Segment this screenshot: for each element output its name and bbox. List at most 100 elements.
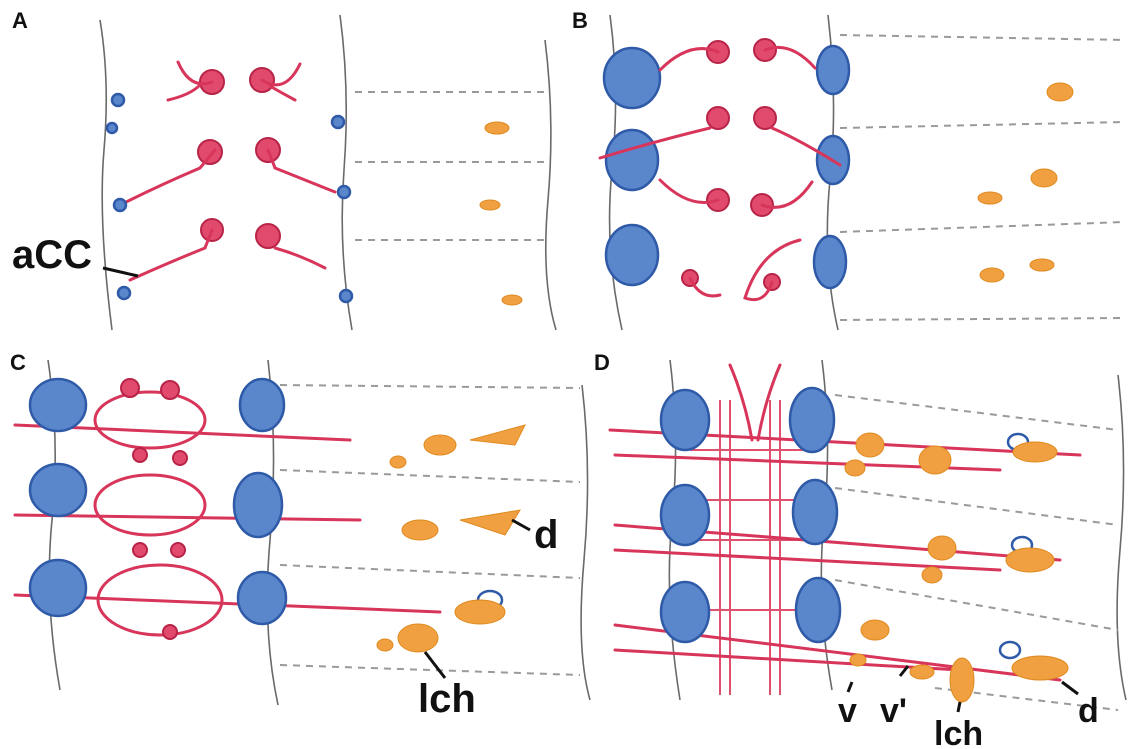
blue-clusters — [604, 46, 849, 288]
neuron-soma — [133, 448, 147, 462]
orange-cell — [919, 446, 951, 474]
orange-cell — [460, 510, 520, 535]
orange-cell — [1013, 442, 1057, 462]
orange-cell — [950, 658, 974, 702]
neuron-soma — [198, 140, 222, 164]
segment-line — [840, 35, 1125, 40]
segment-line — [840, 318, 1125, 320]
v-leader-line — [848, 682, 852, 692]
v-prime-label: v' — [880, 692, 907, 730]
orange-cell — [502, 295, 522, 305]
glia-cell — [114, 199, 126, 211]
panel-a: A — [12, 8, 556, 330]
neuron-soma — [121, 379, 139, 397]
red-neurons — [120, 62, 335, 280]
lch-leader-line — [425, 652, 445, 678]
orange-cell — [850, 654, 866, 666]
glia-cell — [332, 116, 344, 128]
glia-cell — [340, 290, 352, 302]
orange-cell — [1012, 656, 1068, 680]
segment-line — [840, 122, 1125, 128]
orange-cell — [485, 122, 509, 134]
glia-cluster — [238, 572, 286, 624]
orange-cells — [377, 425, 525, 652]
glia-cluster — [30, 560, 86, 616]
panel-a-mid-edge — [340, 15, 352, 330]
panel-b-letter: B — [572, 8, 588, 33]
segment-line — [835, 488, 1118, 525]
neuron-axon — [660, 180, 812, 207]
glia-cluster — [661, 390, 709, 450]
orange-cell — [480, 200, 500, 210]
commissure-loop — [95, 392, 205, 448]
glia-cluster — [817, 46, 849, 94]
panel-a-right-edge — [545, 40, 556, 330]
glia-cluster — [814, 236, 846, 288]
glia-cell — [338, 186, 350, 198]
glia-cluster — [606, 225, 658, 285]
blue-clusters — [661, 388, 1032, 658]
orange-cell — [1006, 548, 1054, 572]
neuron-soma — [754, 107, 776, 129]
panel-a-left-edge — [100, 20, 112, 330]
d-label-d: d — [1078, 692, 1099, 730]
v-label: v — [838, 692, 857, 730]
orange-cell — [928, 536, 956, 560]
segment-line — [840, 222, 1125, 232]
orange-cell — [910, 665, 934, 679]
glia-cluster — [661, 485, 709, 545]
orange-cell — [978, 192, 1002, 204]
panel-d: D — [594, 350, 1126, 749]
d-leader-line-d — [1062, 682, 1078, 694]
glia-cell — [107, 123, 117, 133]
panel-b: B — [572, 8, 1125, 330]
orange-cell — [856, 433, 884, 457]
orange-cell — [424, 435, 456, 455]
neuron-soma — [133, 543, 147, 557]
orange-cells — [978, 83, 1073, 282]
neuron-axon — [660, 47, 815, 70]
glia-cluster — [30, 464, 86, 516]
segment-line — [280, 385, 580, 388]
orange-cell — [390, 456, 406, 468]
orange-cell — [377, 639, 393, 651]
glia-cluster — [604, 48, 660, 108]
neuron-soma — [707, 107, 729, 129]
acc-leader-line — [103, 268, 138, 276]
longitudinal-connective — [720, 400, 780, 695]
orange-cell — [861, 620, 889, 640]
glia-cell — [118, 287, 130, 299]
neuron-soma — [171, 543, 185, 557]
panel-c-letter: C — [10, 350, 26, 375]
commissure-loop — [95, 475, 205, 535]
neuron-axon — [690, 240, 800, 300]
glia-cell — [1000, 642, 1020, 658]
glia-cluster — [796, 578, 840, 642]
glia-cluster — [30, 379, 86, 431]
orange-cell — [1031, 169, 1057, 187]
lch-leader-line-d — [958, 702, 960, 712]
neuron-soma — [256, 224, 280, 248]
orange-cell — [1047, 83, 1073, 101]
panel-c: C — [10, 350, 590, 721]
segment-line — [835, 395, 1118, 430]
acc-label: aCC — [12, 233, 92, 277]
neuron-axon — [130, 230, 212, 280]
panel-d-letter: D — [594, 350, 610, 375]
orange-cell — [845, 460, 865, 476]
segment-line — [280, 665, 580, 675]
panel-c-right-edge — [581, 385, 590, 700]
orange-cell — [470, 425, 525, 445]
d-label-c: d — [534, 513, 558, 557]
panel-d-right-edge — [1117, 375, 1126, 700]
orange-cells — [480, 122, 522, 305]
glia-cluster — [790, 388, 834, 452]
segment-line — [280, 470, 580, 482]
glia-cluster — [661, 582, 709, 642]
orange-cell — [1030, 259, 1054, 271]
lch-label-c: lch — [418, 677, 476, 721]
neuron-soma — [173, 451, 187, 465]
neuron-soma — [163, 625, 177, 639]
lch-label-d: lch — [934, 715, 983, 749]
